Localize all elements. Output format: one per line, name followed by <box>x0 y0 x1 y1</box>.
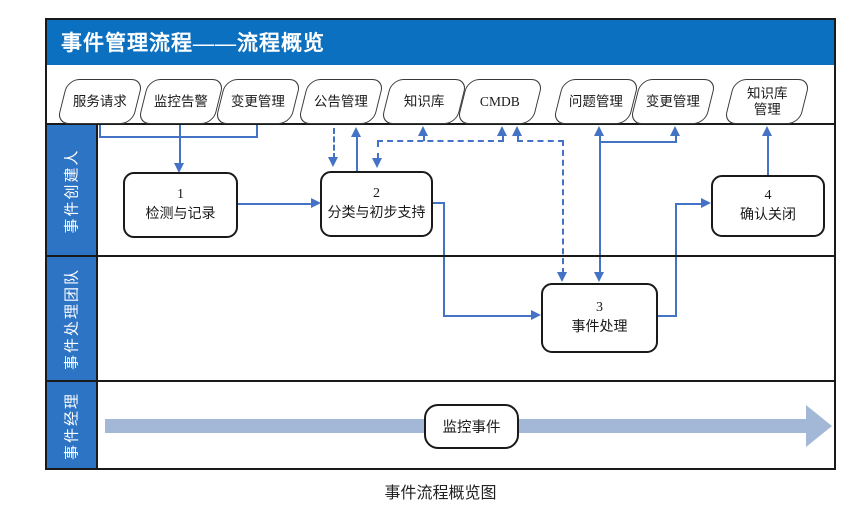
connector-dashed-cmdb-step3 <box>562 140 564 274</box>
monitor-incidents-label: 监控事件 <box>442 420 501 436</box>
source-change-management-left: 变更管理 <box>214 79 302 124</box>
lane-label-incident-creator: 事件创建人 <box>45 125 97 256</box>
arrowhead-into-step3-top <box>594 272 604 282</box>
arrowhead-into-step2 <box>311 198 321 208</box>
connector-step3-step4-h1 <box>658 315 677 317</box>
connector-step2-step3-h2 <box>443 315 532 317</box>
step-node-incident-handling: 3 事件处理 <box>541 283 658 353</box>
diagram-caption: 事件流程概览图 <box>384 485 497 502</box>
source-service-request: 服务请求 <box>56 79 144 124</box>
connector-bracket-bar <box>99 136 258 138</box>
connector-branch-change-mgmt <box>599 141 677 143</box>
arrowhead-dashed-into-step3 <box>557 272 567 282</box>
lane-label-text: 事件经理 <box>64 391 81 460</box>
lane-label-handling-team: 事件处理团队 <box>45 256 97 381</box>
connector-dashed-step2-stub <box>377 141 379 159</box>
source-problem-management: 问题管理 <box>552 79 640 124</box>
arrowhead-into-knowledge-base <box>418 126 428 136</box>
source-change-management-right: 变更管理 <box>629 79 717 124</box>
source-announcement-management: 公告管理 <box>297 79 385 124</box>
connector-change-mgmt-stub <box>675 134 677 142</box>
arrowhead-dashed-into-step2 <box>328 157 338 167</box>
arrowhead-into-announcement <box>351 127 361 137</box>
arrowhead-into-cmdb-right <box>512 126 522 136</box>
arrowhead-into-cmdb-left <box>497 126 507 136</box>
connector-dashed-horizontal-2 <box>517 140 564 142</box>
arrowhead-into-kb-mgmt <box>762 126 772 136</box>
connector-bracket-to-step1 <box>179 125 181 164</box>
connector-dashed-cmdb-stub-left <box>502 135 504 141</box>
step-node-classify-support: 2 分类与初步支持 <box>320 171 433 237</box>
connector-step3-step4-v <box>675 203 677 317</box>
monitor-incidents-node: 监控事件 <box>424 404 519 449</box>
connector-step4-kb-mgmt <box>767 136 769 175</box>
lane-handling-team <box>45 256 836 381</box>
lane-label-column-border <box>96 125 98 470</box>
connector-dashed-kb-stub <box>423 135 425 141</box>
connector-bracket-left-stub <box>99 125 101 138</box>
connector-bracket-right-stub <box>256 125 258 138</box>
lane-label-text: 事件处理团队 <box>64 267 81 370</box>
connector-announcement-to-step2-dashed <box>333 128 335 159</box>
connector-step2-to-announcement <box>356 137 358 171</box>
lane-label-incident-manager: 事件经理 <box>45 381 97 470</box>
source-knowledge-base-management: 知识库管理 <box>723 79 811 124</box>
separator-sources-bottom <box>45 123 836 125</box>
connector-dashed-cmdb-stub-right <box>517 135 519 141</box>
connector-step3-step4-h2 <box>675 203 703 205</box>
arrowhead-dashed-into-step2-2 <box>372 158 382 168</box>
arrowhead-into-step4 <box>701 198 711 208</box>
lane-label-text: 事件创建人 <box>64 147 81 234</box>
monitor-flow-arrow-head <box>806 405 832 447</box>
connector-problem-step3 <box>599 134 601 274</box>
connector-step2-step3-v <box>443 202 445 316</box>
connector-step1-step2 <box>238 203 313 205</box>
source-knowledge-base: 知识库 <box>380 79 468 124</box>
diagram-title-bar: 事件管理流程——流程概览 <box>45 18 836 65</box>
separator-lane1-lane2 <box>45 255 836 257</box>
source-monitoring-alert: 监控告警 <box>137 79 225 124</box>
arrowhead-into-problem-mgmt <box>594 126 604 136</box>
connector-step2-step3-h1 <box>433 202 445 204</box>
connector-dashed-horizontal-1 <box>377 140 504 142</box>
step-node-confirm-close: 4 确认关闭 <box>711 175 825 237</box>
step-node-detect-record: 1 检测与记录 <box>123 172 238 238</box>
source-cmdb: CMDB <box>456 79 544 124</box>
diagram-title: 事件管理流程——流程概览 <box>61 30 325 55</box>
arrowhead-into-change-mgmt <box>670 126 680 136</box>
arrowhead-into-step3 <box>531 310 541 320</box>
arrowhead-into-step1 <box>174 163 184 173</box>
separator-lane2-lane3 <box>45 380 836 382</box>
